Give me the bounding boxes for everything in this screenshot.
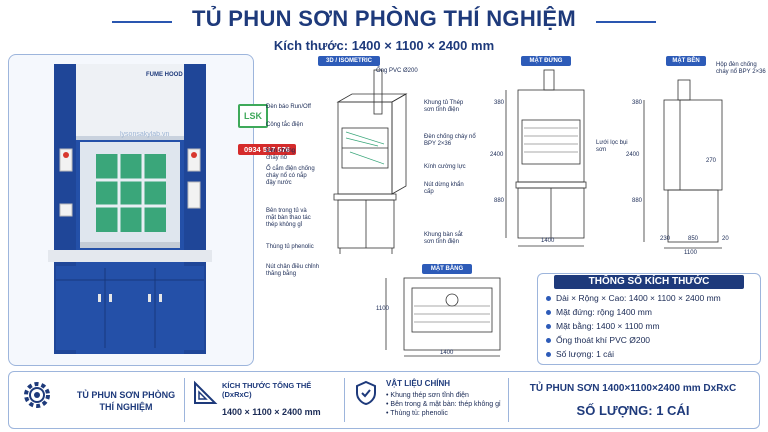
- page-title: TỦ PHUN SƠN PHÒNG THÍ NGHIỆM: [191, 6, 577, 31]
- iso-drawing: [333, 69, 408, 254]
- spec-item: Ống thoát khí PVC Ø200: [546, 335, 650, 345]
- top-dim-1100: 1100: [376, 306, 389, 312]
- watermark-text: lysonsakylab.vn: [120, 131, 170, 138]
- label-glass: Kính cường lực: [424, 164, 466, 170]
- footer-material-item: • Bên trong & mặt bàn: thép không gỉ: [386, 401, 501, 408]
- spec-item: Mặt bằng: 1400 × 1100 mm: [546, 321, 660, 331]
- view-tag-top: MẶT BẰNG: [422, 264, 472, 274]
- front-dim-2400: 2400: [490, 152, 504, 158]
- footer-material-title: VẬT LIỆU CHÍNH: [386, 379, 450, 388]
- front-filter-label: Lưới lọc bụi sơn: [596, 140, 628, 153]
- ruler-triangle-icon: [194, 380, 218, 404]
- side-box-label: Hộp đèn chống cháy nổ BPY 2×36: [716, 62, 766, 75]
- bullet-icon: [546, 296, 551, 302]
- side-dim-2400: 2400: [626, 152, 640, 158]
- label-socket: Ổ cắm điện chống cháy nổ có nắp đậy nước: [266, 166, 315, 186]
- top-dim-1400: 1400: [440, 350, 454, 356]
- footer-divider: [344, 378, 345, 422]
- label-emergency: Nút dừng khẩn cấp: [424, 182, 464, 195]
- side-dim-1100: 1100: [684, 250, 697, 256]
- title-rule-right: [596, 21, 656, 23]
- side-dim-230: 230: [660, 236, 671, 242]
- label-lower-frame: Khung bàn sắt sơn tĩnh điện: [424, 232, 463, 245]
- side-dim-20: 20: [722, 236, 729, 242]
- footer-divider: [508, 378, 509, 422]
- shield-check-icon: [356, 380, 376, 406]
- label-frame: Khung tủ Thép sơn tĩnh điện: [424, 100, 464, 113]
- footer-divider: [184, 378, 185, 422]
- label-explosion-light: Đèn chống cháy nổ: [266, 148, 296, 161]
- side-view-drawing: [643, 79, 723, 249]
- spec-item: Số lượng: 1 cái: [546, 349, 614, 359]
- footer-material-item: • Thùng tủ: phenolic: [386, 410, 448, 417]
- footer-quantity: SỐ LƯỢNG: 1 CÁI: [576, 403, 690, 418]
- side-dim-850: 850: [688, 236, 699, 242]
- label-inner-wall: Bên trong tủ và mặt bàn thao tác thép kh…: [266, 208, 311, 228]
- lsk-logo: LSK: [238, 104, 268, 128]
- specs-heading: THÔNG SỐ KÍCH THƯỚC: [554, 275, 744, 289]
- phone-number-badge[interactable]: 0934 517 576: [238, 144, 296, 155]
- bullet-icon: [546, 338, 551, 344]
- front-view-drawing: [505, 69, 587, 247]
- label-switch: Công tắc điện: [266, 122, 304, 128]
- label-feet: Nút chân điều chỉnh thăng bằng: [266, 264, 320, 277]
- fume-hood-photo: [48, 64, 212, 354]
- footer-size-title: KÍCH THƯỚC TỔNG THỂ (DxRxC): [222, 381, 312, 399]
- label-explosion-light-right: Đèn chống cháy nổ BPY 2×36: [424, 134, 476, 147]
- spec-item: Dài × Rộng × Cao: 1400 × 1100 × 2400 mm: [546, 293, 721, 303]
- footer-product-name: TỦ PHUN SƠN PHÒNG THÍ NGHIỆM: [76, 390, 176, 412]
- bullet-icon: [546, 310, 551, 316]
- label-cabinet: Thùng tủ phenolic: [266, 244, 314, 250]
- bullet-icon: [546, 324, 551, 330]
- side-dim-270: 270: [706, 158, 717, 164]
- label-pipe: Ống PVC Ø200: [376, 68, 418, 74]
- page-subtitle: Kích thước: 1400 × 1100 × 2400 mm: [273, 38, 495, 53]
- front-dim-880: 880: [494, 198, 505, 204]
- front-dim-1400: 1400: [541, 238, 555, 244]
- view-tag-iso: 3D / ISOMETRIC: [318, 56, 380, 66]
- side-dim-380: 380: [632, 100, 643, 106]
- footer-size-value: 1400 × 1100 × 2400 mm: [222, 407, 321, 417]
- fume-hood-panel-label: FUME HOOD: [146, 72, 183, 78]
- top-view-drawing: [385, 277, 501, 357]
- front-dim-380: 380: [494, 100, 505, 106]
- spec-item: Mặt đứng: rộng 1400 mm: [546, 307, 652, 317]
- gear-icon: [24, 382, 50, 408]
- label-run-light: Đèn báo Run/Off: [266, 104, 311, 110]
- footer-bar: [8, 371, 760, 429]
- bullet-icon: [546, 352, 551, 358]
- view-tag-front: MẶT ĐỨNG: [521, 56, 571, 66]
- view-tag-side: MẶT BÊN: [666, 56, 706, 66]
- title-rule-left: [112, 21, 172, 23]
- footer-material-item: • Khung thép sơn tĩnh điện: [386, 392, 469, 399]
- footer-summary: TỦ PHUN SƠN 1400×1100×2400 mm DxRxC: [529, 383, 737, 394]
- side-dim-880: 880: [632, 198, 643, 204]
